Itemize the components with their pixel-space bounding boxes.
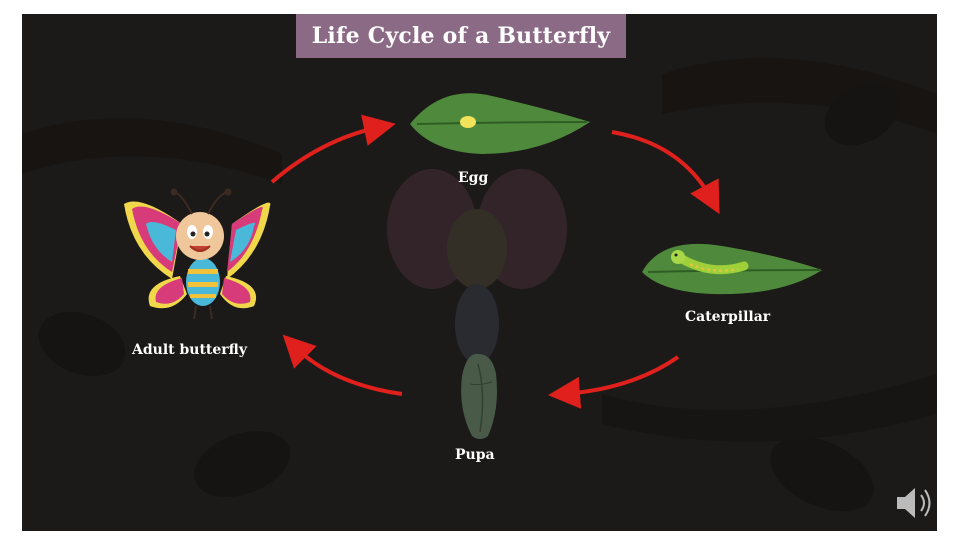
diagram-canvas — [22, 58, 937, 512]
pupa-icon — [461, 353, 497, 439]
title-bar: Life Cycle of a Butterfly — [296, 14, 626, 58]
caterpillar-leaf-icon — [642, 243, 822, 295]
label-pupa: Pupa — [455, 447, 495, 463]
label-adult-butterfly: Adult butterfly — [132, 342, 247, 358]
ghost-butterfly — [387, 169, 567, 364]
adult-butterfly-icon — [124, 188, 271, 320]
egg-leaf-icon — [410, 93, 590, 154]
arrow-egg-to-caterpillar — [611, 130, 720, 215]
arrow-adult-to-egg — [270, 114, 396, 184]
arrow-pupa-to-adult — [282, 334, 403, 396]
caterpillar-icon — [671, 250, 749, 275]
label-egg: Egg — [458, 170, 489, 186]
egg-icon — [460, 116, 476, 128]
speaker-icon[interactable] — [893, 483, 935, 523]
slide: Life Cycle of a Butterfly Egg Caterpilla… — [22, 14, 937, 531]
background-foliage — [22, 58, 937, 512]
arrow-caterpillar-to-pupa — [548, 355, 680, 409]
page-title: Life Cycle of a Butterfly — [311, 23, 611, 49]
label-caterpillar: Caterpillar — [685, 309, 771, 325]
